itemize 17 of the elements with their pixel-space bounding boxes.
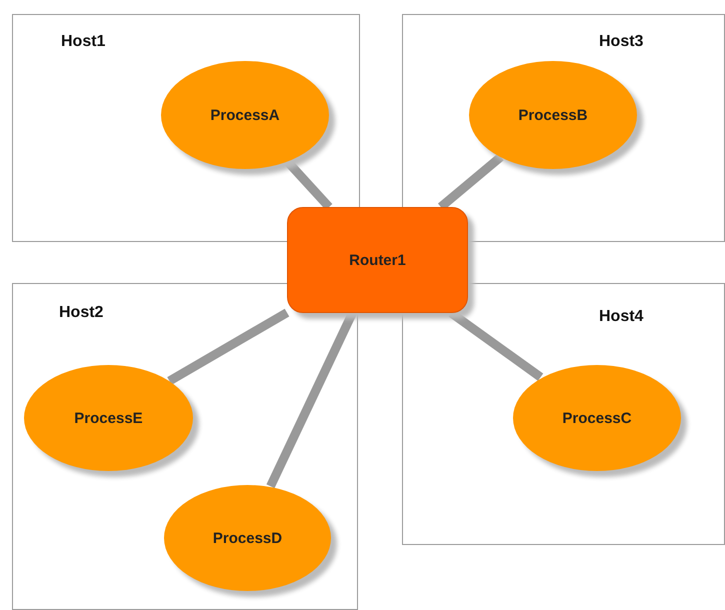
process-label: ProcessB	[518, 106, 588, 124]
host-label: Host3	[599, 33, 644, 51]
process-label: ProcessD	[212, 530, 282, 546]
host-label: Host2	[59, 304, 104, 322]
host-box	[402, 283, 725, 545]
process-label: ProcessC	[562, 410, 632, 426]
host-label: Host1	[61, 33, 106, 51]
host-box	[12, 283, 358, 610]
process-label: ProcessA	[210, 106, 280, 124]
router-box	[287, 207, 468, 313]
router-label: Router1	[349, 252, 406, 268]
host-box	[402, 14, 725, 242]
process-label: ProcessE	[74, 410, 143, 426]
host-box	[12, 14, 360, 242]
connector-line	[167, 308, 290, 385]
host-label: Host4	[599, 308, 644, 326]
connector-line	[266, 311, 356, 488]
